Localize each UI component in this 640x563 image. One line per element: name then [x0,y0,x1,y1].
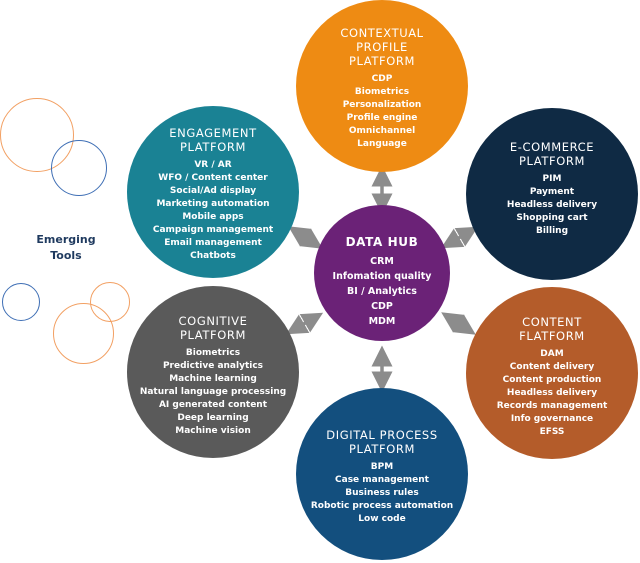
emerging-tools-label: Emerging Tools [30,232,102,264]
engagement-item: Social/Ad display [169,186,257,196]
ecommerce-title: E-COMMERCE PLATFORM [509,140,595,168]
digital-item: Robotic process automation [310,501,454,511]
ecommerce-item: PIM [542,174,562,184]
contextual-title: CONTEXTUAL PROFILE PLATFORM [340,26,424,68]
cognitive-item: Machine vision [175,426,251,436]
cognitive-item: Natural language processing [139,387,287,397]
digital-process-platform: DIGITAL PROCESS PLATFORM BPM Case manage… [296,388,468,560]
engagement-platform: ENGAGEMENT PLATFORM VR / AR WFO / Conten… [127,106,299,278]
digital-title: DIGITAL PROCESS PLATFORM [326,428,438,456]
content-title: CONTENT FLATFORM [519,315,585,343]
content-item: Headless delivery [506,388,598,398]
engagement-title: ENGAGEMENT PLATFORM [169,126,257,154]
content-item: Info governance [510,414,594,424]
ecommerce-item: Shopping cart [516,213,588,223]
engagement-item: Campaign management [152,225,274,235]
contextual-item: Profile engine [346,113,418,123]
hub-item: CRM [370,256,394,267]
cognitive-item: Biometrics [185,348,241,358]
ecommerce-item: Payment [529,187,575,197]
engagement-item: Marketing automation [156,199,270,209]
deco-circle-blue-2 [2,283,40,321]
engagement-item: VR / AR [194,160,232,170]
ecommerce-item: Headless delivery [506,200,598,210]
connector-cognitive [285,312,324,335]
connector-content [441,312,476,335]
connector-ecommerce [440,226,479,249]
hub-item: CDP [371,301,393,312]
deco-circle-blue-1 [51,140,107,196]
ecommerce-item: Billing [535,226,569,236]
cognitive-title: COGNITIVE PLATFORM [178,314,248,342]
digital-item: Low code [358,514,406,524]
hub-item: BI / Analytics [347,286,417,297]
content-item: Content production [502,375,602,385]
engagement-item: Chatbots [190,251,236,261]
emerging-line: Tools [50,249,82,262]
cognitive-platform: COGNITIVE PLATFORM Biometrics Predictive… [127,286,299,458]
digital-item: Case management [335,475,429,485]
engagement-item: Mobile apps [182,212,244,222]
digital-item: Business rules [345,488,419,498]
contextual-item: Language [357,139,407,149]
data-hub: DATA HUB CRM Infomation quality BI / Ana… [314,205,450,341]
ecommerce-platform: E-COMMERCE PLATFORM PIM Payment Headless… [466,108,638,280]
contextual-item: Omnichannel [348,126,416,136]
hub-item: Infomation quality [332,271,432,282]
hub-title: DATA HUB [345,235,419,249]
engagement-item: WFO / Content center [158,173,268,183]
cognitive-item: Machine learning [169,374,257,384]
contextual-profile-platform: CONTEXTUAL PROFILE PLATFORM CDP Biometri… [296,0,468,172]
content-item: EFSS [539,427,565,437]
cognitive-item: Deep learning [177,413,249,423]
content-item: Content delivery [509,362,595,372]
contextual-item: Biometrics [354,87,410,97]
content-item: Records management [496,401,608,411]
content-platform: CONTENT FLATFORM DAM Content delivery Co… [466,287,638,459]
contextual-item: CDP [371,74,393,84]
contextual-item: Personalization [342,100,422,110]
cognitive-item: AI generated content [158,400,268,410]
content-item: DAM [540,349,564,359]
digital-item: BPM [370,462,394,472]
hub-item: MDM [368,316,396,327]
deco-circle-orange-3 [53,303,114,364]
cognitive-item: Predictive analytics [162,361,264,371]
connector-engagement [288,226,323,249]
deco-circle-orange-1 [0,98,74,172]
engagement-item: Email management [164,238,262,248]
emerging-line: Emerging [36,233,96,246]
